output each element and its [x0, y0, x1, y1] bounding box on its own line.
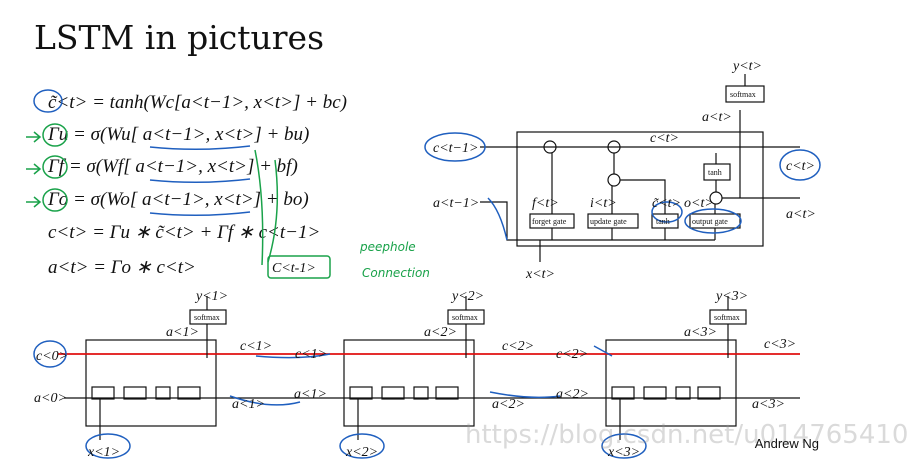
chain-a1: a<1>	[232, 397, 265, 412]
chain-a2: a<2>	[492, 397, 525, 412]
cell-input-a-prev: a<t−1>	[433, 196, 479, 211]
chain-x3: x<3>	[607, 445, 640, 460]
lstm-cell-ink	[424, 132, 821, 241]
cell-input-c-prev: c<t−1>	[433, 141, 478, 156]
gate-update: update gate	[590, 217, 627, 226]
chain-input-c0: c<0>	[36, 349, 68, 364]
lstm-diagrams: C<t-1>	[26, 59, 821, 460]
chain-y3: y<3>	[714, 289, 748, 304]
gate-label-candidate: c̃<t>	[652, 196, 681, 211]
chain-a1-b: a<1>	[294, 387, 327, 402]
lstm-cell	[480, 74, 800, 262]
chain-c1-b: c<1>	[295, 347, 327, 362]
chain-softmax-1: softmax	[194, 313, 220, 322]
chain-c1: c<1>	[240, 339, 272, 354]
equation-update-gate: Γu = σ(Wu[ a<t−1>, x<t>] + bu)	[48, 124, 310, 145]
cell-tanh-box: tanh	[708, 168, 722, 177]
chain-x2: x<2>	[345, 445, 378, 460]
chain-a2-b: a<2>	[556, 387, 589, 402]
lstm-chain-text: c<0> a<0> y<1> a<1> c<1> a<1> c<1> a<1> …	[34, 289, 796, 460]
annotation-peephole: peephole	[360, 240, 416, 254]
chain-softmax-2: softmax	[452, 313, 478, 322]
chain-a3-top: a<3>	[684, 325, 717, 340]
cell-input-x: x<t>	[525, 267, 555, 282]
slide-title: LSTM in pictures	[34, 18, 325, 57]
gate-label-i: i<t>	[590, 196, 617, 211]
chain-softmax-3: softmax	[714, 313, 740, 322]
annotation-connection: Connection	[362, 266, 430, 280]
author-credit: Andrew Ng	[754, 436, 819, 451]
gate-tanh: tanh	[656, 217, 670, 226]
cell-softmax: softmax	[730, 90, 756, 99]
equation-forget-gate: Γf = σ(Wf[ a<t−1>, x<t>] + bf)	[48, 156, 298, 177]
chain-y1: y<1>	[194, 289, 228, 304]
cell-output-y: y<t>	[731, 59, 762, 74]
cell-output-a-next: a<t>	[786, 207, 816, 222]
lstm-chain-ink	[33, 340, 647, 459]
equation-cell-state: c<t> = Γu ∗ c̃<t> + Γf ∗ c<t−1>	[48, 222, 321, 243]
watermark: https://blog.csdn.net/u014765410	[465, 420, 908, 450]
chain-c2-b: c<2>	[556, 347, 588, 362]
equation-activation: a<t> = Γo ∗ c<t>	[48, 257, 196, 278]
equation-output-gate: Γo = σ(Wo[ a<t−1>, x<t>] + bo)	[48, 189, 309, 210]
chain-y2: y<2>	[450, 289, 484, 304]
gate-forget: forget gate	[532, 217, 567, 226]
chain-a1-top: a<1>	[166, 325, 199, 340]
chain-a2-top: a<2>	[424, 325, 457, 340]
gate-label-f: f<t>	[532, 196, 559, 211]
slide: LSTM in pictures c̃<t> = tanh(Wc[a<t−1>,…	[26, 18, 908, 460]
cell-output-c-next: c<t>	[786, 159, 815, 174]
gate-label-o: o<t>	[684, 196, 714, 211]
annotation-ct1: C<t-1>	[272, 261, 316, 276]
equation-candidate: c̃<t> = tanh(Wc[a<t−1>, x<t>] + bc)	[48, 92, 348, 113]
equation-ink	[26, 89, 331, 279]
chain-input-a0: a<0>	[34, 391, 67, 406]
gate-output: output gate	[692, 217, 728, 226]
chain-c3: c<3>	[764, 337, 796, 352]
chain-a3: a<3>	[752, 397, 785, 412]
lstm-cell-text: c<t−1> a<t−1> x<t> y<t> a<t> c<t> c<t> a…	[433, 59, 816, 282]
cell-inner-c: c<t>	[650, 131, 679, 146]
lstm-chain	[58, 296, 800, 440]
chain-c2: c<2>	[502, 339, 534, 354]
chain-x1: x<1>	[87, 445, 120, 460]
cell-output-a-top: a<t>	[702, 110, 732, 125]
